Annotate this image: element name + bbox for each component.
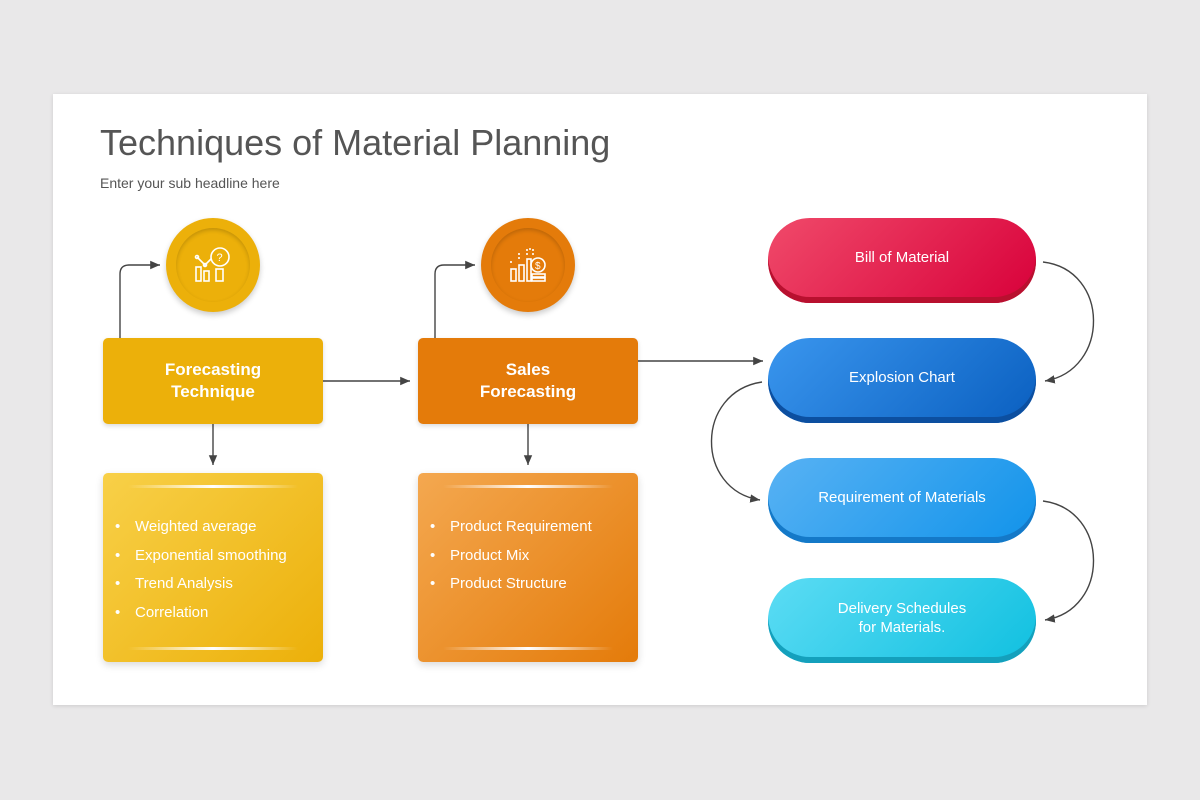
list-item: Weighted average [115, 518, 287, 547]
arrow-step1-to-2 [1042, 261, 1095, 384]
forecasting-methods-list: Weighted average Exponential smoothing T… [103, 473, 323, 662]
sales-forecasting-list: Product Requirement Product Mix Product … [418, 473, 638, 662]
forecasting-icon-badge: ? [166, 218, 260, 312]
divider [443, 485, 613, 488]
list-item: Exponential smoothing [115, 547, 287, 576]
sales-icon-badge: $ [481, 218, 575, 312]
divider [443, 647, 613, 650]
page-title: Techniques of Material Planning [100, 122, 611, 163]
arrow-to-icon-1 [119, 260, 160, 338]
step-requirement-of-materials: Requirement of Materials [768, 458, 1036, 543]
arrow-step3-to-4 [1042, 500, 1095, 623]
bar-chart-coins-icon: $ [510, 248, 546, 282]
svg-text:?: ? [217, 252, 223, 264]
list-item: Correlation [115, 604, 287, 633]
divider [128, 485, 298, 488]
list-item: Product Requirement [430, 518, 592, 547]
heading-line: Forecasting [479, 382, 577, 401]
list-item: Product Mix [430, 547, 592, 576]
heading-line: Forecasting [164, 360, 262, 379]
chart-magnifier-question-icon: ? [194, 247, 230, 282]
page-subtitle: Enter your sub headline here [100, 175, 280, 191]
step-explosion-chart: Explosion Chart [768, 338, 1036, 423]
heading-line: Technique [171, 382, 255, 401]
list-item: Trend Analysis [115, 575, 287, 604]
step-delivery-schedules: Delivery Schedules for Materials. [768, 578, 1036, 663]
divider [128, 647, 298, 650]
step-bill-of-material: Bill of Material [768, 218, 1036, 303]
heading-line: Sales [505, 360, 551, 379]
list-item: Product Structure [430, 575, 592, 604]
arrow-to-icon-2 [434, 260, 475, 338]
svg-text:$: $ [535, 261, 541, 272]
arrow-step2-to-3 [710, 381, 763, 503]
